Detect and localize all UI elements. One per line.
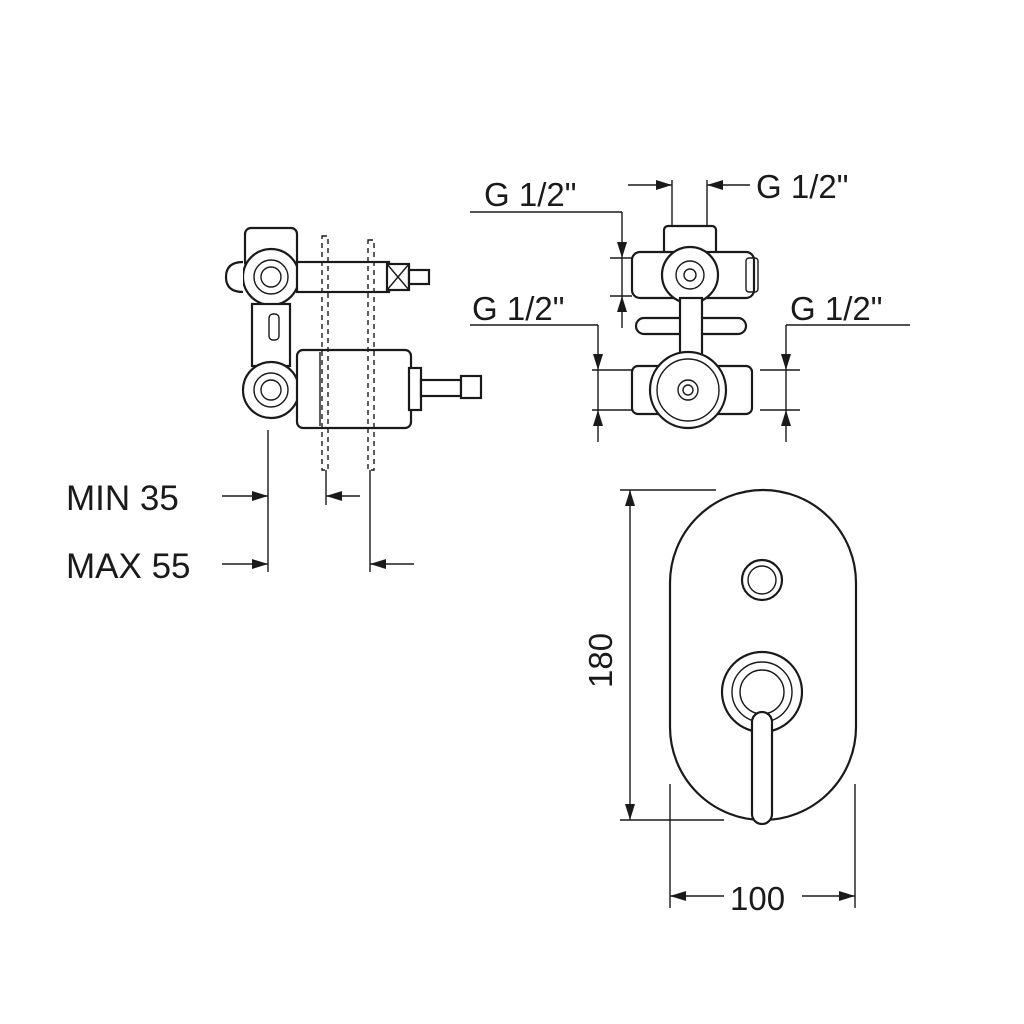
thread-label-mid-left: G 1/2" [472,290,564,327]
min-depth-label: MIN 35 [66,479,179,518]
width-label: 100 [730,880,785,917]
thread-label-top-right: G 1/2" [756,168,848,205]
height-label: 180 [582,633,619,688]
thread-label-top-left: G 1/2" [484,176,576,213]
cover-plate-view [620,488,858,908]
front-view [470,180,910,442]
side-view [222,226,483,572]
max-depth-label: MAX 55 [66,547,191,586]
thread-label-mid-right: G 1/2" [790,290,882,327]
